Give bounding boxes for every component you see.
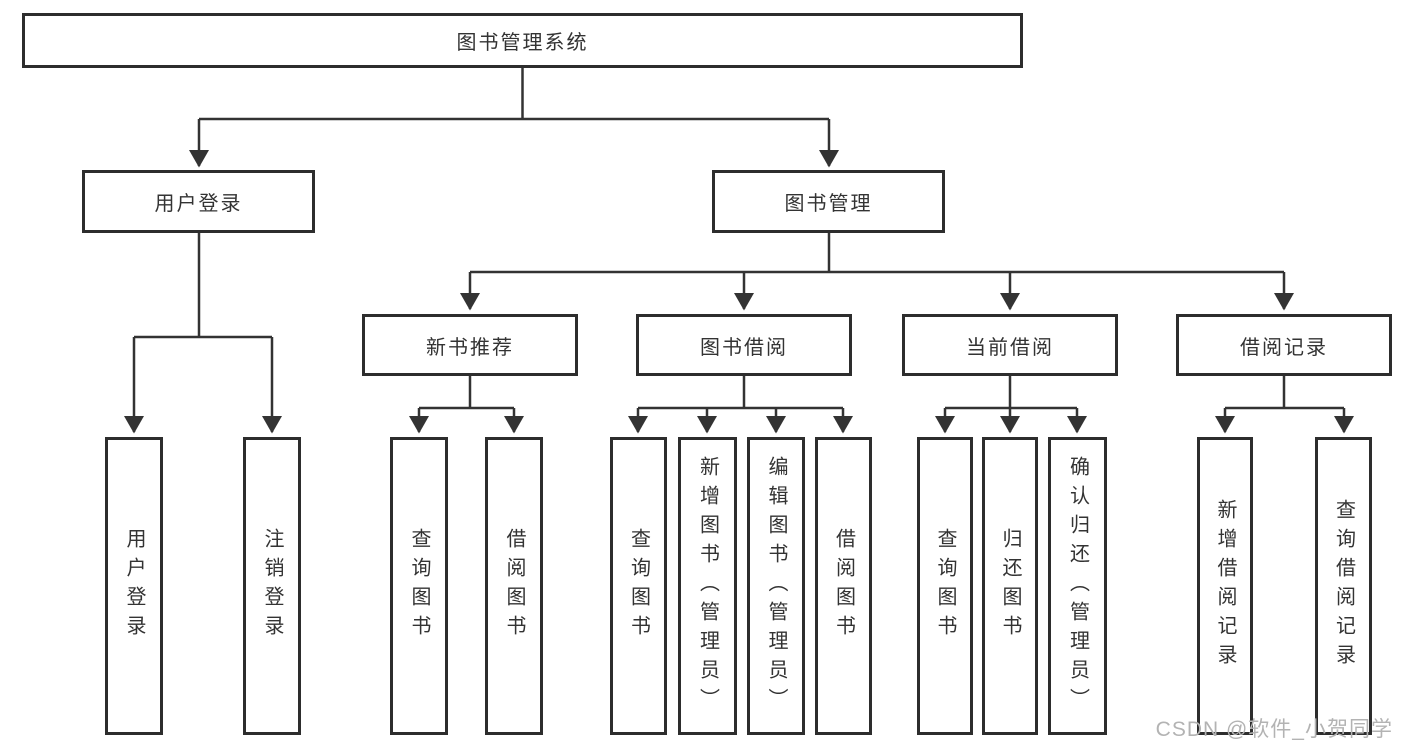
node-user-login: 用户登录 — [82, 170, 315, 233]
leaf-edit-book-admin-label: 编辑图书（管理员） — [765, 455, 787, 717]
node-book-borrow-label: 图书借阅 — [700, 336, 788, 359]
node-book-management-label: 图书管理 — [784, 193, 873, 215]
leaf-confirm-return-admin: 确认归还（管理员） — [1048, 437, 1107, 735]
node-root-label: 图书管理系统 — [456, 32, 589, 54]
leaf-add-book-admin-label: 新增图书（管理员） — [696, 455, 719, 717]
leaf-user-login: 用户登录 — [105, 437, 163, 735]
leaf-add-borrow-record: 新增借阅记录 — [1197, 437, 1253, 735]
node-new-book-recommend-label: 新书推荐 — [426, 336, 514, 359]
leaf-recommend-borrow-book-label: 借阅图书 — [503, 528, 525, 644]
node-root: 图书管理系统 — [22, 13, 1023, 68]
leaf-borrow-query-book: 查询图书 — [610, 437, 667, 735]
leaf-recommend-query-book-label: 查询图书 — [408, 528, 430, 644]
node-current-borrow: 当前借阅 — [902, 314, 1118, 376]
node-borrow-records: 借阅记录 — [1176, 314, 1392, 376]
leaf-query-borrow-record: 查询借阅记录 — [1315, 437, 1372, 735]
node-book-borrow: 图书借阅 — [636, 314, 852, 376]
leaf-user-login-label: 用户登录 — [123, 528, 145, 644]
leaf-query-borrow-record-label: 查询借阅记录 — [1332, 499, 1355, 673]
leaf-add-borrow-record-label: 新增借阅记录 — [1214, 499, 1236, 673]
node-borrow-records-label: 借阅记录 — [1240, 336, 1328, 359]
node-book-management: 图书管理 — [712, 170, 945, 233]
leaf-borrow-query-book-label: 查询图书 — [627, 528, 650, 644]
node-new-book-recommend: 新书推荐 — [362, 314, 578, 376]
leaf-edit-book-admin: 编辑图书（管理员） — [747, 437, 805, 735]
leaf-borrow-book-label: 借阅图书 — [832, 528, 855, 644]
leaf-current-query-book-label: 查询图书 — [934, 528, 956, 644]
leaf-confirm-return-admin-label: 确认归还（管理员） — [1066, 455, 1089, 717]
leaf-recommend-query-book: 查询图书 — [390, 437, 448, 735]
node-user-login-label: 用户登录 — [154, 193, 243, 215]
leaf-add-book-admin: 新增图书（管理员） — [678, 437, 737, 735]
leaf-return-book: 归还图书 — [982, 437, 1038, 735]
node-current-borrow-label: 当前借阅 — [966, 336, 1054, 359]
leaf-return-book-label: 归还图书 — [999, 528, 1021, 644]
csdn-watermark: CSDN @软件_小贺同学 — [1155, 718, 1393, 741]
leaf-logout: 注销登录 — [243, 437, 301, 735]
leaf-current-query-book: 查询图书 — [917, 437, 973, 735]
leaf-borrow-book: 借阅图书 — [815, 437, 872, 735]
leaf-logout-label: 注销登录 — [261, 528, 283, 644]
leaf-recommend-borrow-book: 借阅图书 — [485, 437, 543, 735]
